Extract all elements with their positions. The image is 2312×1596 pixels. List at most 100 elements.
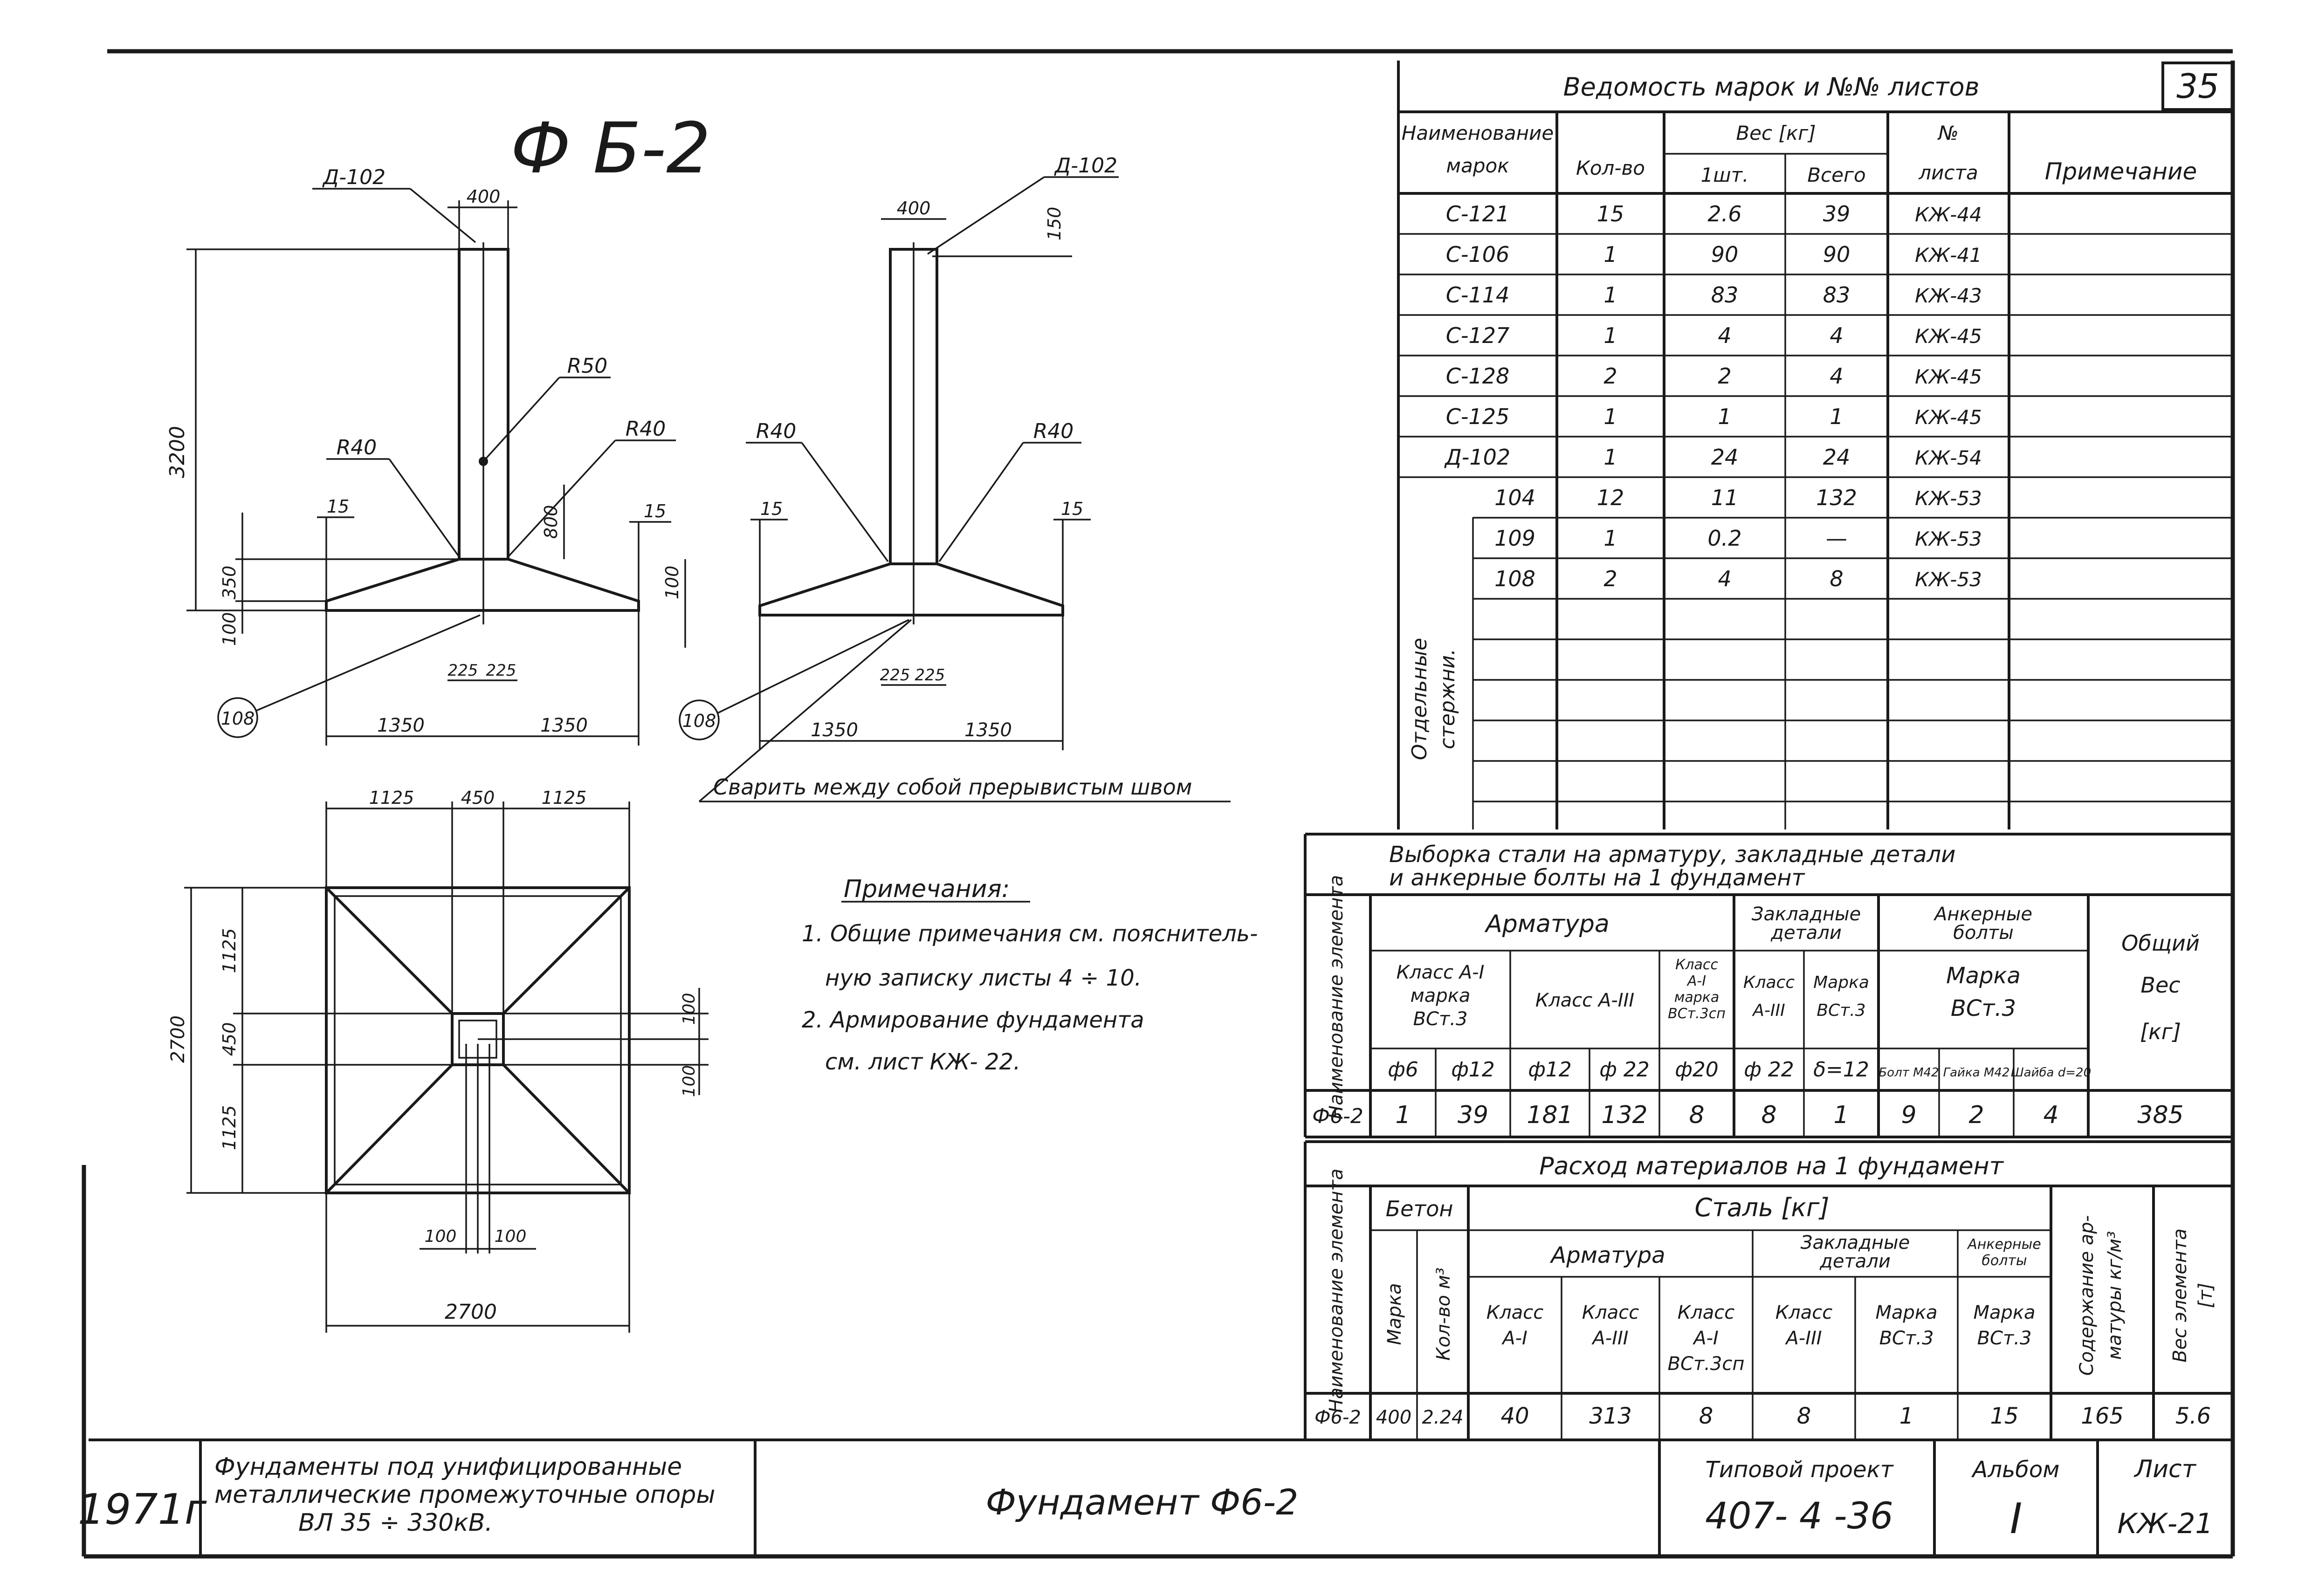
mat-row-value: 8 <box>1797 1403 1811 1429</box>
mat-h-weight-2: [т] <box>2195 1283 2216 1308</box>
st-c3-line1: Класс <box>1675 957 1718 973</box>
mt-h-sheet-n: № <box>1937 122 1959 144</box>
radius-r40-right-right: R40 <box>1033 419 1074 443</box>
mt-row-mark: С-127 <box>1446 323 1510 348</box>
mt-row-all: 90 <box>1823 242 1851 267</box>
mt-row-sheet: КЖ-53 <box>1915 487 1982 510</box>
mt-row-one: 4 <box>1718 323 1731 348</box>
st-sub-header: Шайба d=20 <box>2011 1066 2091 1080</box>
mat-h-anchor-2: болты <box>1982 1253 2027 1269</box>
plan-dim-right-1: 100 <box>680 993 699 1025</box>
mt-row-qty: 1 <box>1603 526 1617 551</box>
mat-row-value: 1 <box>1899 1403 1914 1429</box>
mat-sub-header: Класс <box>1775 1302 1832 1323</box>
tb-album-label: Альбом <box>1971 1457 2060 1483</box>
tb-desc-3: ВЛ 35 ÷ 330кВ. <box>298 1509 493 1537</box>
mat-h-steel: Сталь [кг] <box>1695 1193 1830 1222</box>
st-c4-line2: А-III <box>1752 1001 1785 1020</box>
mt-row-one: 1 <box>1718 404 1731 429</box>
mt-row-all: 83 <box>1823 282 1851 308</box>
dim-350: 350 <box>219 566 240 600</box>
mat-h-element: Наименование элемента <box>1326 1169 1347 1413</box>
st-c1-line3: ВСт.3 <box>1413 1008 1468 1030</box>
mt-row-qty: 2 <box>1603 566 1617 591</box>
plan-dim-bottom-2: 100 <box>495 1227 527 1246</box>
dim-100: 100 <box>219 612 240 646</box>
elevation-left: 3200 350 100 800 400 Д-102 R50 R40 R40 <box>165 165 686 746</box>
st-row-value: 1 <box>1833 1101 1849 1129</box>
mt-row-qty: 1 <box>1603 282 1617 308</box>
tb-sheet-label: Лист <box>2133 1455 2196 1483</box>
mt-h-w-all: Всего <box>1807 164 1866 186</box>
mat-row-weight: 5.6 <box>2175 1403 2211 1429</box>
mat-sub-header: ВСт.3 <box>1977 1328 2032 1349</box>
mat-sub-header: Класс <box>1582 1302 1639 1323</box>
dim-base-right: 1350 <box>540 715 588 736</box>
radius-r40-left: R40 <box>337 436 377 459</box>
mt-row-one: 24 <box>1711 445 1739 470</box>
mat-h-mark: Марка <box>1384 1283 1405 1345</box>
sheet-frame <box>82 49 2235 1559</box>
st-row-value: 1 <box>1395 1101 1411 1129</box>
st-c5-line1: Марка <box>1813 973 1869 992</box>
dim-top-width: 400 <box>467 186 501 207</box>
mt-row-sheet: КЖ-54 <box>1915 446 1982 469</box>
mat-sub-header: ВСт.3 <box>1879 1328 1934 1349</box>
tb-project-number: 407- 4 -36 <box>1705 1495 1893 1537</box>
mat-h-anchor-1: Анкерные <box>1967 1236 2041 1253</box>
dim-100-right: 100 <box>662 566 682 600</box>
mt-row-all: — <box>1826 526 1847 551</box>
mat-row-value: 313 <box>1589 1403 1632 1429</box>
mt-row-all: 24 <box>1823 445 1851 470</box>
mt-row-sheet: КЖ-43 <box>1915 284 1982 307</box>
mt-row-qty: 12 <box>1597 485 1624 510</box>
mt-row-mark: С-128 <box>1446 363 1510 389</box>
st-h-rebar: Арматура <box>1484 910 1610 938</box>
plan-dim-overall-left: 2700 <box>167 1015 189 1063</box>
mt-row-sheet: КЖ-53 <box>1915 568 1982 591</box>
mat-sub-header: А-I <box>1501 1328 1528 1349</box>
plan-dim-top-1: 1125 <box>369 788 414 808</box>
mt-row-one: 83 <box>1711 282 1739 308</box>
dim-15-right: 15 <box>644 501 666 521</box>
mat-row-value: 40 <box>1500 1403 1529 1429</box>
dim-top-width-right: 400 <box>897 198 931 219</box>
mt-row-mark: С-106 <box>1446 242 1510 267</box>
mt-h-sheet-label: листа <box>1918 161 1978 184</box>
mat-h-rebar: Арматура <box>1549 1242 1665 1268</box>
mt-row-one: 11 <box>1711 485 1739 510</box>
dim-base-right-right: 1350 <box>964 719 1012 741</box>
st-title-1: Выборка стали на арматуру, закладные дет… <box>1389 842 1955 868</box>
plan-dim-top-3: 1125 <box>542 788 587 808</box>
mt-row-all: 39 <box>1823 201 1851 226</box>
sheet-number: 35 <box>2176 67 2219 106</box>
mark-d102-left: Д-102 <box>322 165 385 189</box>
mt-row-qty: 1 <box>1603 445 1617 470</box>
st-h-total-3: [кг] <box>2140 1019 2181 1044</box>
mt-h-note: Примечание <box>2045 158 2197 185</box>
mt-row-qty: 1 <box>1603 404 1617 429</box>
mt-row-qty: 1 <box>1603 323 1617 348</box>
mt-row-all: 4 <box>1830 363 1843 389</box>
st-c2: Класс А-III <box>1535 990 1634 1011</box>
radius-r40-left-right: R40 <box>756 419 797 443</box>
mat-sub-header: Класс <box>1486 1302 1543 1323</box>
st-h-element: Наименование элемента <box>1326 875 1347 1119</box>
mat-h-volume: Кол-во м³ <box>1433 1267 1454 1361</box>
dim-base-left-right: 1350 <box>811 719 858 741</box>
mt-row-sheet: КЖ-45 <box>1915 325 1982 348</box>
steel-table: Выборка стали на арматуру, закладные дет… <box>1304 833 2233 1138</box>
sheet-number-box: 35 <box>2161 62 2234 111</box>
st-row-name: Ф6-2 <box>1312 1104 1363 1128</box>
st-sub-header: ф6 <box>1388 1058 1418 1082</box>
mat-h-content-1: Содержание ар- <box>2076 1215 2098 1376</box>
mt-row-one: 4 <box>1718 566 1731 591</box>
st-c5-line2: ВСт.3 <box>1817 1001 1865 1020</box>
st-sub-header: ф 22 <box>1744 1058 1794 1082</box>
st-row-value: 181 <box>1527 1101 1573 1129</box>
drawing-title: Ф Б-2 <box>510 108 710 189</box>
dim-15-left: 15 <box>327 496 349 517</box>
st-c6-line2: ВСт.3 <box>1951 995 2016 1021</box>
tb-project-label: Типовой проект <box>1705 1457 1894 1483</box>
